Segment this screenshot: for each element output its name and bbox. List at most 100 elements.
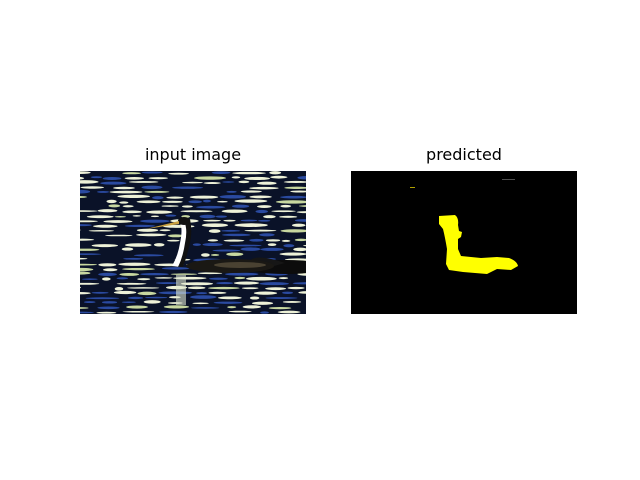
ripple	[80, 282, 100, 285]
ripple	[161, 205, 179, 207]
ripple	[80, 271, 91, 275]
ripple	[136, 233, 167, 237]
ripple	[298, 291, 306, 294]
ripple	[166, 196, 184, 199]
ripple	[282, 300, 302, 303]
ripple	[133, 254, 164, 257]
ripple	[152, 196, 164, 200]
ripple	[287, 286, 305, 290]
ripple	[137, 278, 151, 281]
ripple	[249, 186, 279, 190]
ripple	[283, 180, 306, 184]
ripple	[101, 301, 118, 304]
ripple	[227, 306, 237, 309]
ripple	[208, 286, 240, 290]
ripple	[153, 243, 165, 247]
ripple	[291, 223, 306, 227]
ripple	[190, 307, 220, 309]
ripple	[213, 301, 243, 304]
ripple	[97, 209, 118, 213]
ripple	[140, 273, 169, 276]
ripple	[108, 204, 121, 208]
ripple	[268, 306, 292, 310]
ripple	[159, 229, 171, 232]
ripple	[201, 223, 229, 228]
ripple	[216, 282, 234, 285]
ripple	[96, 311, 117, 314]
ripple	[114, 215, 127, 218]
ripple	[293, 247, 306, 252]
ripple	[154, 277, 173, 279]
ripple	[127, 296, 144, 300]
ripple	[215, 215, 227, 218]
ripple	[170, 273, 198, 275]
ripple	[234, 223, 268, 227]
ripple	[270, 175, 288, 179]
ripple	[210, 254, 220, 256]
ripple	[117, 194, 151, 199]
ripple	[192, 302, 209, 305]
ripple	[100, 181, 127, 185]
ripple	[113, 290, 137, 295]
ripple	[96, 190, 110, 193]
ripple	[190, 295, 217, 299]
ripple	[228, 310, 252, 313]
predicted-mask	[351, 171, 577, 314]
ripple	[256, 181, 277, 185]
ripple	[102, 176, 122, 180]
ripple	[202, 243, 223, 247]
ripple	[265, 297, 298, 299]
ripple	[257, 205, 272, 208]
ripple	[103, 220, 133, 223]
ripple	[267, 243, 277, 247]
ripple	[80, 224, 92, 227]
ripple	[222, 181, 235, 183]
ripple	[181, 205, 193, 208]
ripple	[80, 180, 99, 184]
ripple	[196, 292, 208, 295]
ripple	[91, 244, 119, 248]
ripple	[218, 296, 242, 300]
ripple	[80, 263, 97, 266]
ripple	[211, 171, 231, 175]
ripple	[122, 205, 134, 208]
ripple	[229, 244, 262, 247]
ripple	[244, 176, 271, 181]
ripple	[98, 263, 117, 267]
ripple	[234, 276, 246, 280]
ripple	[208, 291, 227, 294]
ripple	[189, 195, 219, 199]
ripple	[122, 172, 141, 175]
ripple	[122, 210, 142, 214]
ripple	[240, 219, 258, 222]
ripple	[269, 171, 282, 175]
ripple	[263, 215, 276, 219]
ripple	[140, 219, 170, 223]
ripple	[80, 267, 94, 272]
ripple	[233, 281, 260, 285]
ripple	[124, 177, 145, 180]
ripple	[155, 282, 179, 284]
ripple	[126, 305, 148, 309]
ripple	[223, 239, 245, 242]
ripple	[224, 272, 259, 276]
ripple	[294, 238, 306, 242]
ripple	[223, 219, 236, 222]
ripple	[146, 210, 173, 214]
input-image	[80, 171, 306, 314]
ripple	[145, 296, 168, 299]
ripple	[98, 272, 117, 277]
ripple	[168, 172, 189, 175]
ripple	[245, 276, 277, 281]
ripple	[249, 238, 264, 242]
ripple	[279, 215, 298, 218]
ripple	[114, 287, 124, 291]
ripple	[80, 307, 89, 309]
ripple	[221, 209, 248, 213]
ripple	[144, 190, 170, 193]
ripple	[303, 245, 306, 247]
ripple	[80, 171, 91, 174]
ripple	[104, 234, 133, 237]
ripple	[188, 200, 202, 204]
